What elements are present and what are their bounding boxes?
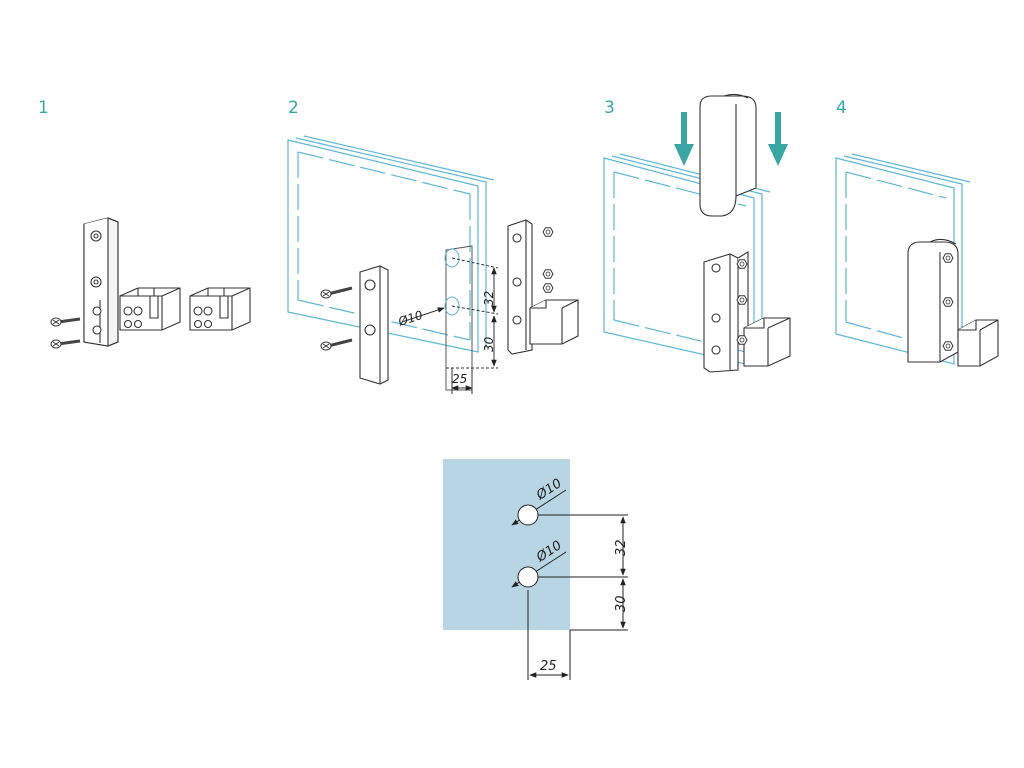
u-bracket-part bbox=[119, 287, 181, 331]
u-bracket-part-2 bbox=[189, 287, 251, 331]
drill-hole-lower bbox=[517, 566, 539, 588]
step-2-drill-guide bbox=[401, 245, 499, 394]
step-4-parts bbox=[907, 238, 999, 367]
hinge-plate-part bbox=[83, 217, 119, 347]
step-2-label: 2 bbox=[288, 98, 299, 118]
step-2-dim-25: 25 bbox=[452, 372, 467, 386]
step-2-dim-30: 30 bbox=[482, 336, 496, 352]
step-3-arrows bbox=[674, 112, 788, 166]
glass-panel bbox=[443, 459, 570, 630]
template-dim-30: 30 bbox=[614, 595, 629, 612]
step-3-parts bbox=[699, 93, 791, 373]
step-2-parts bbox=[320, 219, 579, 385]
drill-hole-upper bbox=[517, 504, 539, 526]
step-2-glass bbox=[287, 135, 495, 353]
step-1-parts bbox=[50, 217, 251, 349]
template-dim-32: 32 bbox=[614, 539, 629, 556]
step-1-label: 1 bbox=[38, 98, 49, 118]
template-dim-25: 25 bbox=[540, 659, 557, 674]
step-3-label: 3 bbox=[604, 98, 615, 118]
drilling-template bbox=[443, 459, 628, 680]
screw-part bbox=[50, 317, 81, 349]
step-2-dim-32: 32 bbox=[482, 291, 496, 306]
step-4-label: 4 bbox=[836, 98, 847, 118]
